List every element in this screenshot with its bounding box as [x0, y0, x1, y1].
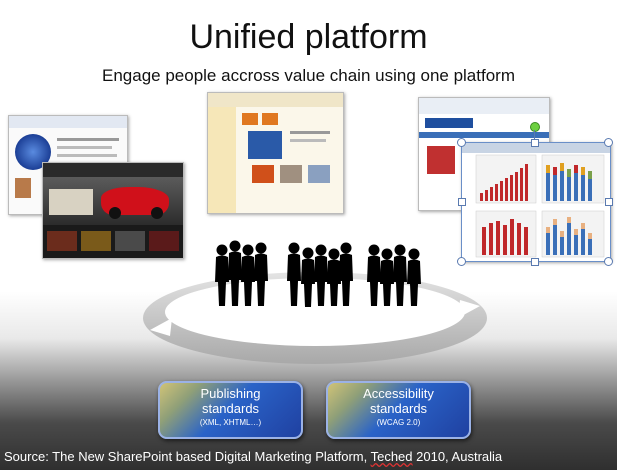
- badge-line2: standards: [201, 401, 260, 416]
- badge-note: (XML, XHTML…): [199, 418, 262, 427]
- rotate-handle[interactable]: [530, 122, 540, 132]
- badge-line1: Accessibility: [363, 386, 434, 401]
- ring-arrow-right-icon: [458, 300, 480, 318]
- dashboard-charts: [475, 154, 605, 258]
- selection-handle-ml[interactable]: [458, 198, 466, 206]
- source-teched: Teched: [370, 449, 413, 464]
- selection-handle-tm[interactable]: [531, 139, 539, 147]
- rotate-handle-stem: [534, 130, 535, 139]
- selection-handle-tr[interactable]: [604, 138, 613, 147]
- selection-handle-br[interactable]: [604, 257, 613, 266]
- slide-subtitle: Engage people accross value chain using …: [102, 66, 515, 85]
- selection-handle-bl[interactable]: [457, 257, 466, 266]
- source-citation: Source: The New SharePoint based Digital…: [4, 449, 502, 464]
- ring-arrow-left-icon: [150, 318, 172, 336]
- publishing-standards-badge: Publishing standards (XML, XHTML…): [158, 381, 303, 439]
- slide-title: Unified platform: [189, 18, 428, 56]
- selection-handle-tl[interactable]: [457, 138, 466, 147]
- selection-handle-bm[interactable]: [531, 258, 539, 266]
- accessibility-standards-badge: Accessibility standards (WCAG 2.0): [326, 381, 471, 439]
- badge-line2: standards: [369, 401, 428, 416]
- badge-note: (WCAG 2.0): [376, 418, 421, 427]
- source-suffix: 2010, Australia: [412, 449, 503, 464]
- source-prefix: Source: The New SharePoint based Digital…: [4, 449, 371, 464]
- ferrari-site-screenshot: [42, 162, 184, 259]
- badge-line1: Publishing: [200, 386, 261, 401]
- msw-portal-screenshot: [207, 92, 344, 214]
- dashboard-screenshot: [461, 142, 611, 262]
- ring-inner: [165, 278, 465, 346]
- people-silhouettes-icon: [215, 240, 421, 307]
- selection-handle-mr[interactable]: [605, 198, 613, 206]
